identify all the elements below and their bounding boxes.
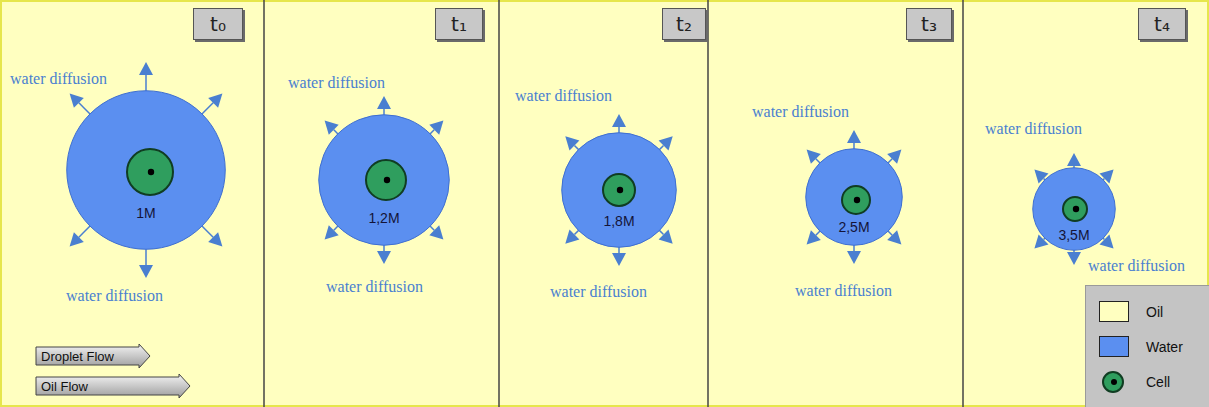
diffusion-arrow-head	[325, 225, 339, 239]
flow-arrow-outline	[36, 374, 190, 398]
diffusion-label: water diffusion	[550, 283, 647, 301]
diffusion-arrow-head	[807, 230, 821, 244]
diffusion-arrow-head	[565, 136, 579, 150]
water-circle	[806, 149, 903, 246]
droplet-shape	[561, 132, 677, 248]
legend-text: Oil	[1146, 300, 1163, 324]
time-label: t₁	[451, 12, 467, 36]
legend-text: Cell	[1146, 370, 1170, 394]
diffusion-arrow-head	[377, 96, 391, 109]
time-box: t₀	[193, 8, 243, 40]
water-droplet: 2,5M	[805, 148, 903, 246]
water-droplet: 1M	[66, 90, 226, 250]
diffusion-label: water diffusion	[985, 120, 1082, 138]
legend-swatch	[1099, 301, 1129, 322]
water-circle	[319, 115, 450, 246]
diffusion-label: water diffusion	[288, 74, 385, 92]
flow-arrow-outline	[36, 344, 150, 368]
concentration-label: 1,8M	[561, 213, 677, 229]
time-label: t₄	[1154, 12, 1170, 36]
legend-row: Cell	[1086, 370, 1209, 394]
concentration-label: 3,5M	[1032, 227, 1116, 243]
cell-nucleus	[148, 169, 154, 175]
flow-label: Droplet Flow	[35, 349, 114, 364]
diffusion-arrow-head	[847, 130, 861, 143]
diffusion-arrow-head	[70, 232, 84, 246]
cell-nucleus	[384, 177, 390, 183]
time-box: t₁	[435, 8, 483, 40]
cell	[1063, 197, 1087, 221]
cell	[842, 186, 870, 214]
diffusion-label: water diffusion	[752, 103, 849, 121]
diffusion-arrow-head	[612, 253, 626, 266]
cell	[127, 149, 173, 195]
panel-divider	[962, 0, 964, 407]
time-label: t₃	[921, 12, 937, 36]
panel-divider	[263, 0, 265, 407]
cell-sample-nucleus	[1111, 379, 1117, 385]
diffusion-arrow-head	[325, 121, 339, 135]
diffusion-arrow-head	[429, 121, 443, 135]
cell-nucleus	[1073, 206, 1079, 212]
water-circle	[1033, 168, 1116, 251]
panel-divider	[707, 0, 709, 407]
cell	[366, 160, 406, 200]
legend-row: Oil	[1086, 300, 1209, 324]
time-box: t₄	[1138, 8, 1186, 40]
legend-row: Water	[1086, 335, 1209, 359]
diffusion-arrow-head	[139, 265, 153, 278]
diffusion-label: water diffusion	[1088, 257, 1185, 275]
diffusion-arrow-head	[847, 251, 861, 264]
diffusion-arrow-head	[429, 225, 443, 239]
legend-text: Water	[1146, 335, 1183, 359]
flow-arrow: Oil Flow	[35, 373, 191, 399]
cell-nucleus	[617, 187, 623, 193]
panel-divider	[498, 0, 500, 407]
diffusion-arrow-head	[208, 232, 222, 246]
water-droplet: 1,2M	[318, 114, 450, 246]
cell-sample	[1103, 372, 1123, 392]
diffusion-label: water diffusion	[66, 287, 163, 305]
diffusion-arrow-head	[139, 62, 153, 75]
diffusion-arrow-head	[565, 230, 579, 244]
water-droplet: 1,8M	[561, 132, 677, 248]
diffusion-label: water diffusion	[515, 87, 612, 105]
time-label: t₀	[210, 12, 226, 36]
droplet-shape	[318, 114, 450, 246]
diffusion-label: water diffusion	[795, 282, 892, 300]
cell-nucleus	[854, 197, 860, 203]
water-circle	[67, 91, 226, 250]
diffusion-arrow-head	[659, 136, 673, 150]
concentration-label: 1M	[66, 205, 226, 221]
flow-label: Oil Flow	[35, 379, 88, 394]
diffusion-arrow-head	[887, 150, 901, 164]
water-droplet: 3,5M	[1032, 167, 1116, 251]
time-box: t₃	[906, 8, 952, 40]
flow-arrow: Droplet Flow	[35, 343, 151, 369]
time-box: t₂	[662, 8, 706, 40]
diffusion-arrow-head	[208, 94, 222, 108]
diffusion-arrow-head	[612, 114, 626, 127]
water-circle	[562, 133, 677, 248]
droplet-shape	[66, 90, 226, 250]
diffusion-label: water diffusion	[10, 70, 107, 88]
diffusion-arrow-head	[1067, 252, 1081, 265]
diffusion-arrow-head	[70, 94, 84, 108]
diffusion-arrow-head	[887, 230, 901, 244]
cell-swatch	[1099, 370, 1129, 394]
diffusion-arrow-head	[807, 150, 821, 164]
diffusion-arrows	[70, 62, 1114, 278]
diffusion-label: water diffusion	[326, 278, 423, 296]
concentration-label: 2,5M	[805, 219, 903, 235]
cell	[603, 174, 635, 206]
time-label: t₂	[676, 12, 692, 36]
diffusion-arrow-head	[1067, 153, 1081, 166]
diffusion-arrow-head	[659, 230, 673, 244]
legend-panel: OilWaterCell	[1085, 285, 1209, 407]
diffusion-arrow-head	[377, 251, 391, 264]
concentration-label: 1,2M	[318, 210, 450, 226]
legend-swatch	[1099, 336, 1129, 357]
